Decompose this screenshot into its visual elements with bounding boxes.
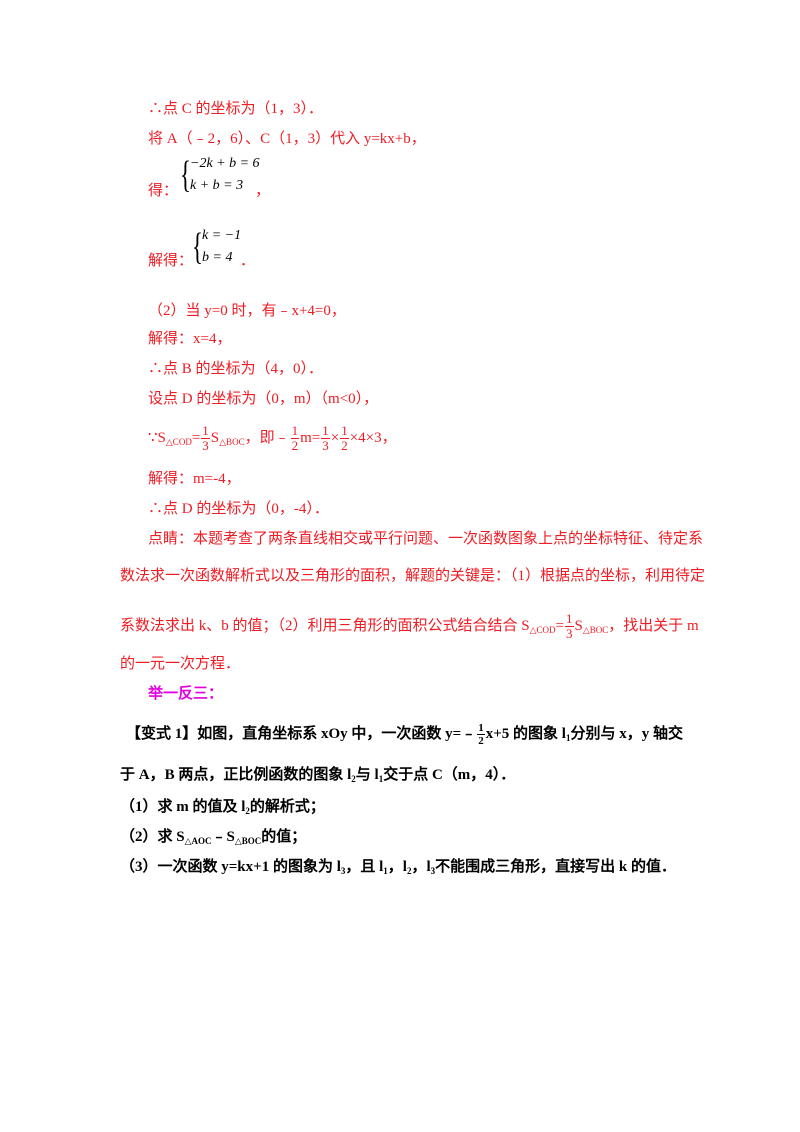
text-run: ，即﹣ — [244, 429, 290, 446]
text-run: 的解析式； — [249, 799, 325, 815]
subscript: △COD — [165, 436, 192, 447]
text-run: 不能围成三角形，直接写出 k 的值． — [435, 859, 676, 875]
solution-line-point-d: ∴点 D 的坐标为（0，-4）． — [148, 501, 329, 517]
text-run: 交于点 C（m，4）． — [383, 767, 516, 783]
equation-system-2: { k = −1 b = 4 — [192, 228, 252, 270]
brace-symbol: { — [180, 154, 191, 196]
text-run: 与 l — [355, 767, 379, 783]
text-run: = — [555, 617, 565, 634]
equation-row: k = −1 — [202, 228, 242, 243]
text-run: ，找出关于 m — [608, 617, 699, 634]
text-run: ，l — [411, 859, 431, 875]
subscript: 1 — [378, 774, 384, 784]
subscript: 1 — [565, 732, 571, 743]
text-run: S — [210, 429, 220, 446]
text-run: ﹣S — [211, 829, 235, 845]
subscript: 2 — [245, 806, 250, 816]
subscript: 2 — [406, 866, 412, 876]
question-1: （1）求 m 的值及 l2的解析式； — [120, 798, 325, 817]
variant-line-2: 于 A，B 两点，正比例函数的图象 l2与 l1交于点 C（m，4）． — [120, 766, 515, 785]
solution-line-solve-prefix: 解得： — [148, 253, 194, 269]
subscript: 1 — [383, 866, 388, 876]
question-3: （3）一次函数 y=kx+1 的图象为 l3，且 l1，l2，l3不能围成三角形… — [120, 858, 676, 877]
text-run: （3）一次函数 y=kx+1 的图象为 l — [120, 859, 341, 875]
subscript: 3 — [340, 866, 346, 876]
solution-line-get-prefix: 得： — [148, 183, 179, 199]
text-run: 系数法求出 k、b 的值；（2）利用三角形的面积公式结合结合 S — [120, 617, 530, 634]
subscript: △COD — [529, 624, 556, 635]
solution-line-point-c: ∴点 C 的坐标为（1，3）． — [148, 101, 324, 117]
text-run: 【变式 1】如图，直角坐标系 xOy 中，一次函数 y=﹣ — [126, 725, 477, 742]
solution-line-solve-suffix: ． — [240, 253, 256, 269]
comment-line-1: 点睛：本题考查了两条直线相交或平行问题、一次函数图象上点的坐标特征、待定系 — [148, 531, 704, 547]
subscript: △BOC — [219, 436, 245, 447]
solution-line-substitute: 将 A（﹣2，6）、C（1，3）代入 y=kx+b， — [148, 131, 426, 147]
text-run: m= — [300, 429, 321, 446]
text-run: ，l — [387, 859, 407, 875]
solution-line-point-b: ∴点 B 的坐标为（4，0）． — [148, 361, 324, 377]
solution-line-m: 解得：m=-4， — [148, 471, 241, 487]
subscript: △AOC — [184, 836, 212, 846]
text-run: ×4×3， — [349, 429, 397, 446]
comment-line-4: 的一元一次方程． — [120, 656, 241, 672]
text-run: （2）求 S — [120, 829, 185, 845]
comment-line-2: 数法求一次函数解析式以及三角形的面积，解题的关键是：（1）根据点的坐标，利用待定 — [120, 568, 706, 584]
solution-line-part2: （2）当 y=0 时，有﹣x+4=0， — [148, 303, 346, 319]
text-run: x+5 的图象 l — [485, 725, 566, 742]
text-run: ∵S — [148, 429, 166, 446]
text-run: （1）求 m 的值及 l — [120, 799, 246, 815]
equation-row: k + b = 3 — [190, 178, 244, 193]
solution-line-x4: 解得：x=4， — [148, 331, 232, 347]
question-2: （2）求 S△AOC﹣S△BOC的值； — [120, 828, 306, 847]
brace-symbol: { — [192, 226, 203, 268]
subscript: 2 — [351, 774, 356, 784]
subscript: △BOC — [582, 624, 609, 635]
subscript: △BOC — [234, 836, 262, 846]
text-run: 于 A，B 两点，正比例函数的图象 l — [120, 767, 352, 783]
equation-row: −2k + b = 6 — [190, 156, 260, 171]
text-run: × — [330, 429, 340, 446]
text-run: 分别与 x，y 轴交 — [570, 725, 683, 742]
subscript: 3 — [430, 866, 436, 876]
section-title: 举一反三： — [148, 686, 224, 702]
solution-line-set-d: 设点 D 的坐标为（0，m）（m<0）， — [148, 391, 379, 407]
equation-system-1: { −2k + b = 6 k + b = 3 — [180, 156, 260, 198]
text-run: = — [191, 429, 201, 446]
solution-line-get-suffix: ， — [255, 183, 271, 199]
equation-row: b = 4 — [202, 250, 233, 265]
text-run: 的值； — [261, 829, 307, 845]
text-run: S — [574, 617, 583, 634]
text-run: ，且 l — [345, 859, 384, 875]
